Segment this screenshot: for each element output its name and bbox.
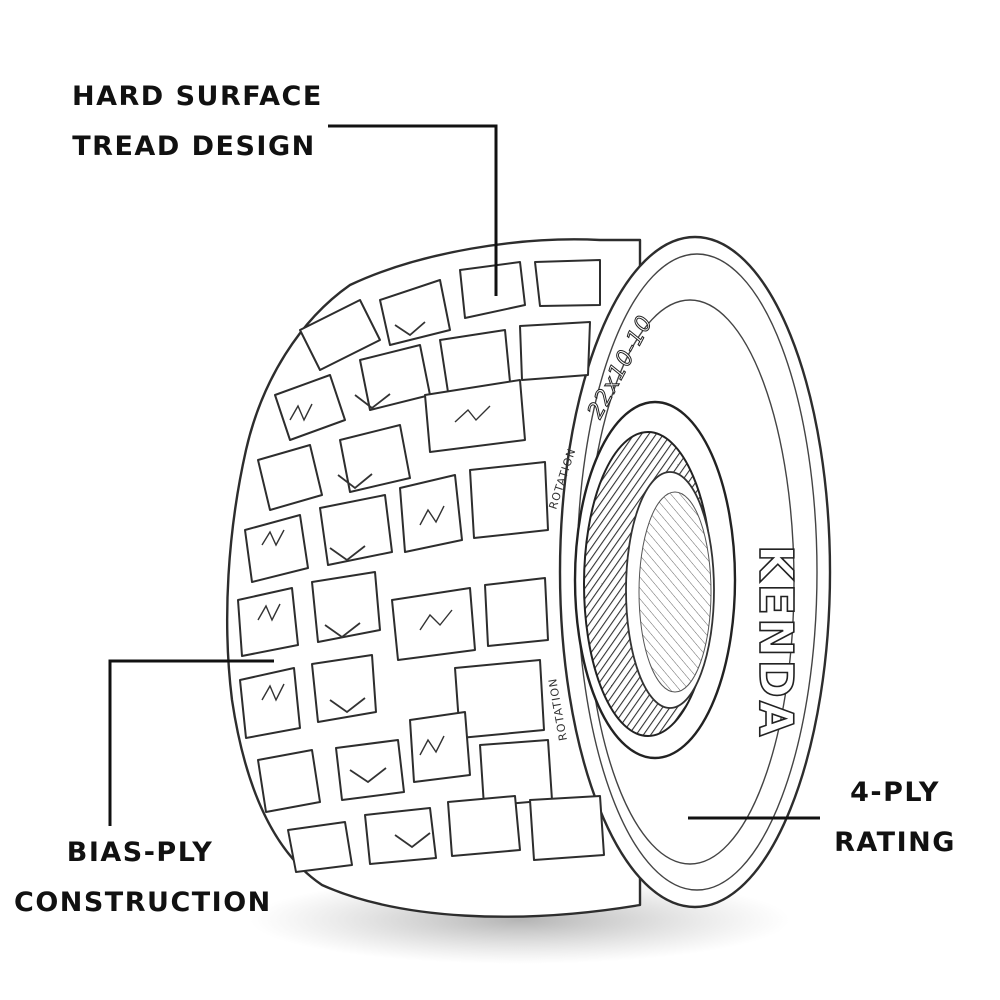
callout-tread-line2: TREAD DESIGN — [72, 131, 316, 162]
hub-opening — [573, 400, 737, 760]
leader-tread — [328, 124, 498, 296]
tread-lugs — [237, 259, 605, 873]
tread-chevrons — [324, 321, 431, 849]
callout-ply-line1: 4-PLY — [850, 777, 940, 808]
callout-ply-line2: RATING — [834, 827, 956, 858]
sidewall-brand: KENDA — [749, 545, 803, 739]
callout-tread-design: HARD SURFACE TREAD DESIGN — [72, 72, 323, 172]
callout-ply-rating: 4-PLY RATING — [832, 768, 958, 868]
callout-bias-ply: BIAS-PLY CONSTRUCTION — [14, 828, 272, 928]
tread-sipes — [257, 403, 491, 756]
callout-bias-line1: BIAS-PLY — [66, 837, 214, 868]
callout-bias-line2: CONSTRUCTION — [14, 887, 272, 918]
callout-tread-line1: HARD SURFACE — [72, 81, 323, 112]
leader-bias — [108, 659, 274, 826]
